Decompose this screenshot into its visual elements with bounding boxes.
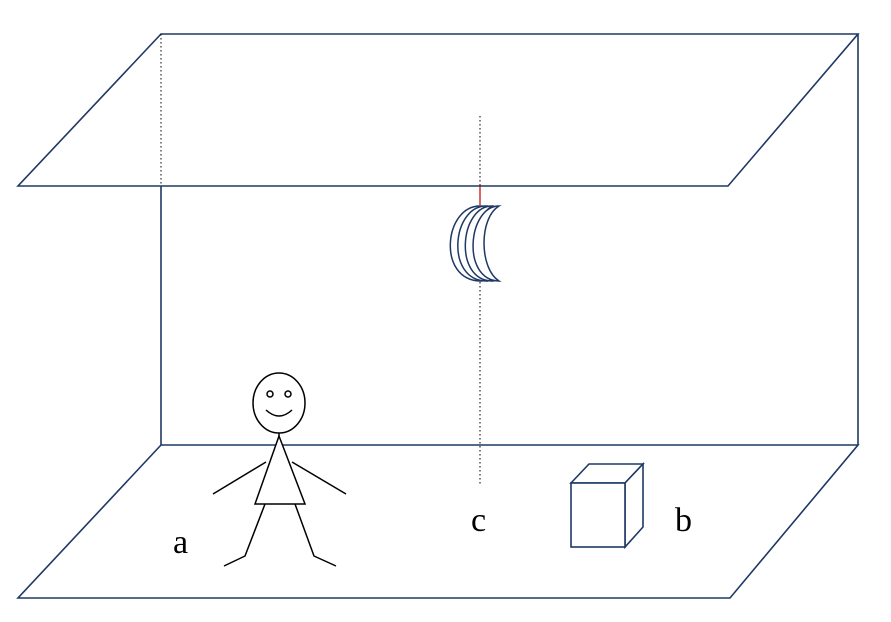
room-walls bbox=[160, 34, 859, 445]
floor-plane bbox=[16, 444, 860, 599]
stick-figure-leg-right bbox=[294, 503, 337, 567]
stick-figure-leg-left bbox=[223, 503, 266, 567]
label-b: b bbox=[675, 502, 692, 539]
stick-figure-arm-right bbox=[291, 461, 347, 495]
hanging-crescent-icon bbox=[449, 205, 502, 282]
stick-figure-head bbox=[252, 372, 306, 434]
stick-figure-body bbox=[253, 433, 307, 505]
stick-figure-eye-left bbox=[266, 390, 274, 398]
label-c: c bbox=[471, 502, 486, 539]
box-icon bbox=[569, 461, 645, 550]
ceiling-plane bbox=[16, 33, 860, 187]
box-front-face bbox=[570, 482, 626, 548]
stick-figure-eye-right bbox=[284, 390, 292, 398]
stick-figure-smile bbox=[265, 409, 293, 417]
label-a: a bbox=[173, 524, 188, 561]
stick-figure-arm-left bbox=[212, 461, 267, 495]
stick-figure-icon bbox=[212, 372, 347, 567]
